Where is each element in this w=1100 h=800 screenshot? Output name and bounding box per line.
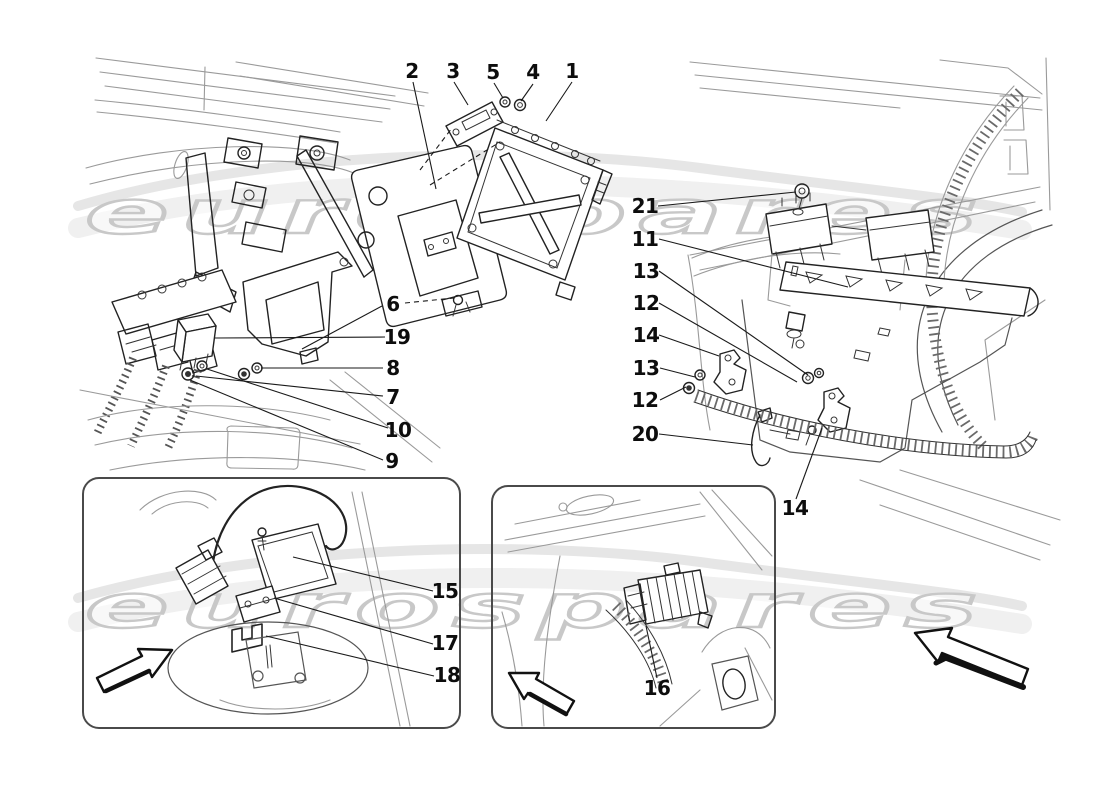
inset-right-arrow-icon xyxy=(507,671,576,717)
callout-14-lower: 14 xyxy=(781,496,809,520)
callout-4: 4 xyxy=(526,60,540,84)
callout-6: 6 xyxy=(386,292,400,316)
callout-5: 5 xyxy=(486,60,500,84)
callout-16: 16 xyxy=(643,676,671,700)
callout-21: 21 xyxy=(631,194,659,218)
callout-20: 20 xyxy=(631,422,659,446)
inset-left-arrow-icon xyxy=(95,647,174,694)
callout-15: 15 xyxy=(431,579,459,603)
callout-17: 17 xyxy=(431,631,459,655)
callout-11: 11 xyxy=(631,227,659,251)
callout-1: 1 xyxy=(565,59,579,83)
watermark-text-bottom: eurospares xyxy=(85,572,990,642)
inset-left xyxy=(82,477,461,729)
page-arrow-icon xyxy=(913,626,1030,690)
callout-8: 8 xyxy=(386,356,400,380)
callout-12-lower: 12 xyxy=(631,388,659,412)
background-swoosh-bottom xyxy=(68,544,1032,634)
callout-12-upper: 12 xyxy=(632,291,660,315)
callout-7: 7 xyxy=(386,385,400,409)
callout-18: 18 xyxy=(433,663,461,687)
inset-right-border xyxy=(491,485,776,729)
callout-2: 2 xyxy=(405,59,419,83)
callout-3: 3 xyxy=(446,59,460,83)
inset-left-border xyxy=(82,477,461,729)
callout-14-upper: 14 xyxy=(632,323,660,347)
callout-13-lower: 13 xyxy=(632,356,660,380)
callout-9: 9 xyxy=(385,449,399,473)
callout-13-upper: 13 xyxy=(632,259,660,283)
left-diagram xyxy=(79,57,613,471)
right-diagram xyxy=(657,57,1061,561)
callout-19: 19 xyxy=(383,325,411,349)
inset-right xyxy=(491,485,776,729)
callout-10: 10 xyxy=(384,418,412,442)
